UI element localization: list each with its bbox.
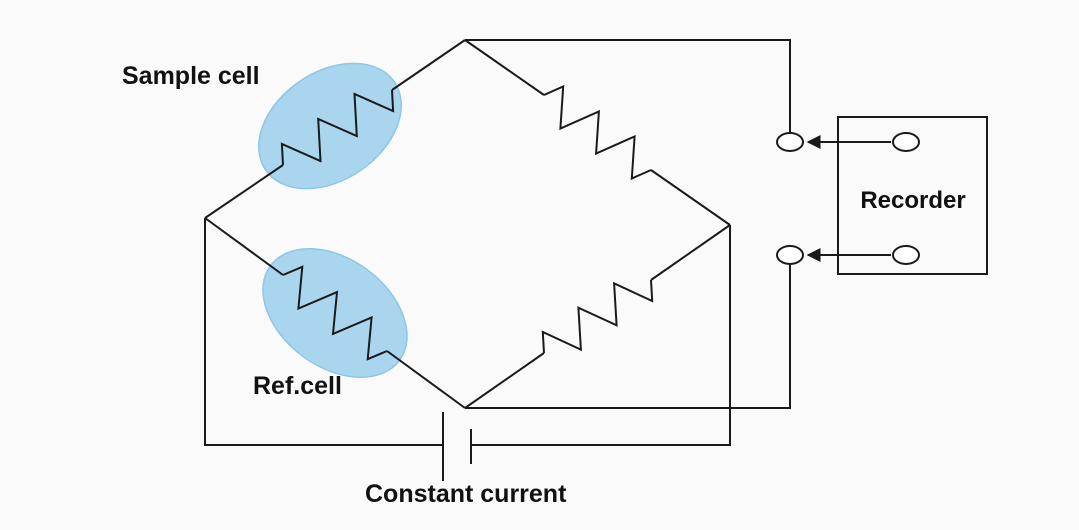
wire-top-output bbox=[465, 39, 791, 133]
recorder-box bbox=[837, 116, 988, 275]
bridge-terminal-top bbox=[776, 132, 804, 152]
wire-supply-right bbox=[471, 225, 731, 446]
wire bbox=[204, 217, 284, 276]
ref-cell-label: Ref.cell bbox=[253, 372, 342, 400]
recorder-terminal-bottom bbox=[892, 245, 920, 265]
wire bbox=[650, 224, 731, 281]
sample-cell-highlight bbox=[258, 62, 402, 190]
wire bbox=[386, 350, 466, 409]
recorder-terminal-top bbox=[892, 132, 920, 152]
wire bbox=[204, 164, 284, 219]
sample-cell-label: Sample cell bbox=[122, 62, 260, 90]
ref-cell-resistor bbox=[282, 265, 388, 361]
wire bbox=[650, 169, 731, 226]
wire bbox=[391, 39, 466, 91]
bottom-right-resistor bbox=[541, 279, 654, 354]
wire-bottom-output bbox=[465, 264, 791, 409]
sample-cell-resistor bbox=[280, 89, 395, 166]
wire bbox=[464, 352, 545, 409]
top-right-resistor bbox=[543, 84, 652, 181]
recorder-label: Recorder bbox=[860, 187, 965, 214]
circuit-wiring bbox=[204, 39, 988, 481]
wire bbox=[464, 39, 545, 96]
wire-supply-left bbox=[204, 218, 443, 446]
bridge-terminal-bottom bbox=[776, 245, 804, 265]
constant-current-label: Constant current bbox=[365, 480, 567, 508]
